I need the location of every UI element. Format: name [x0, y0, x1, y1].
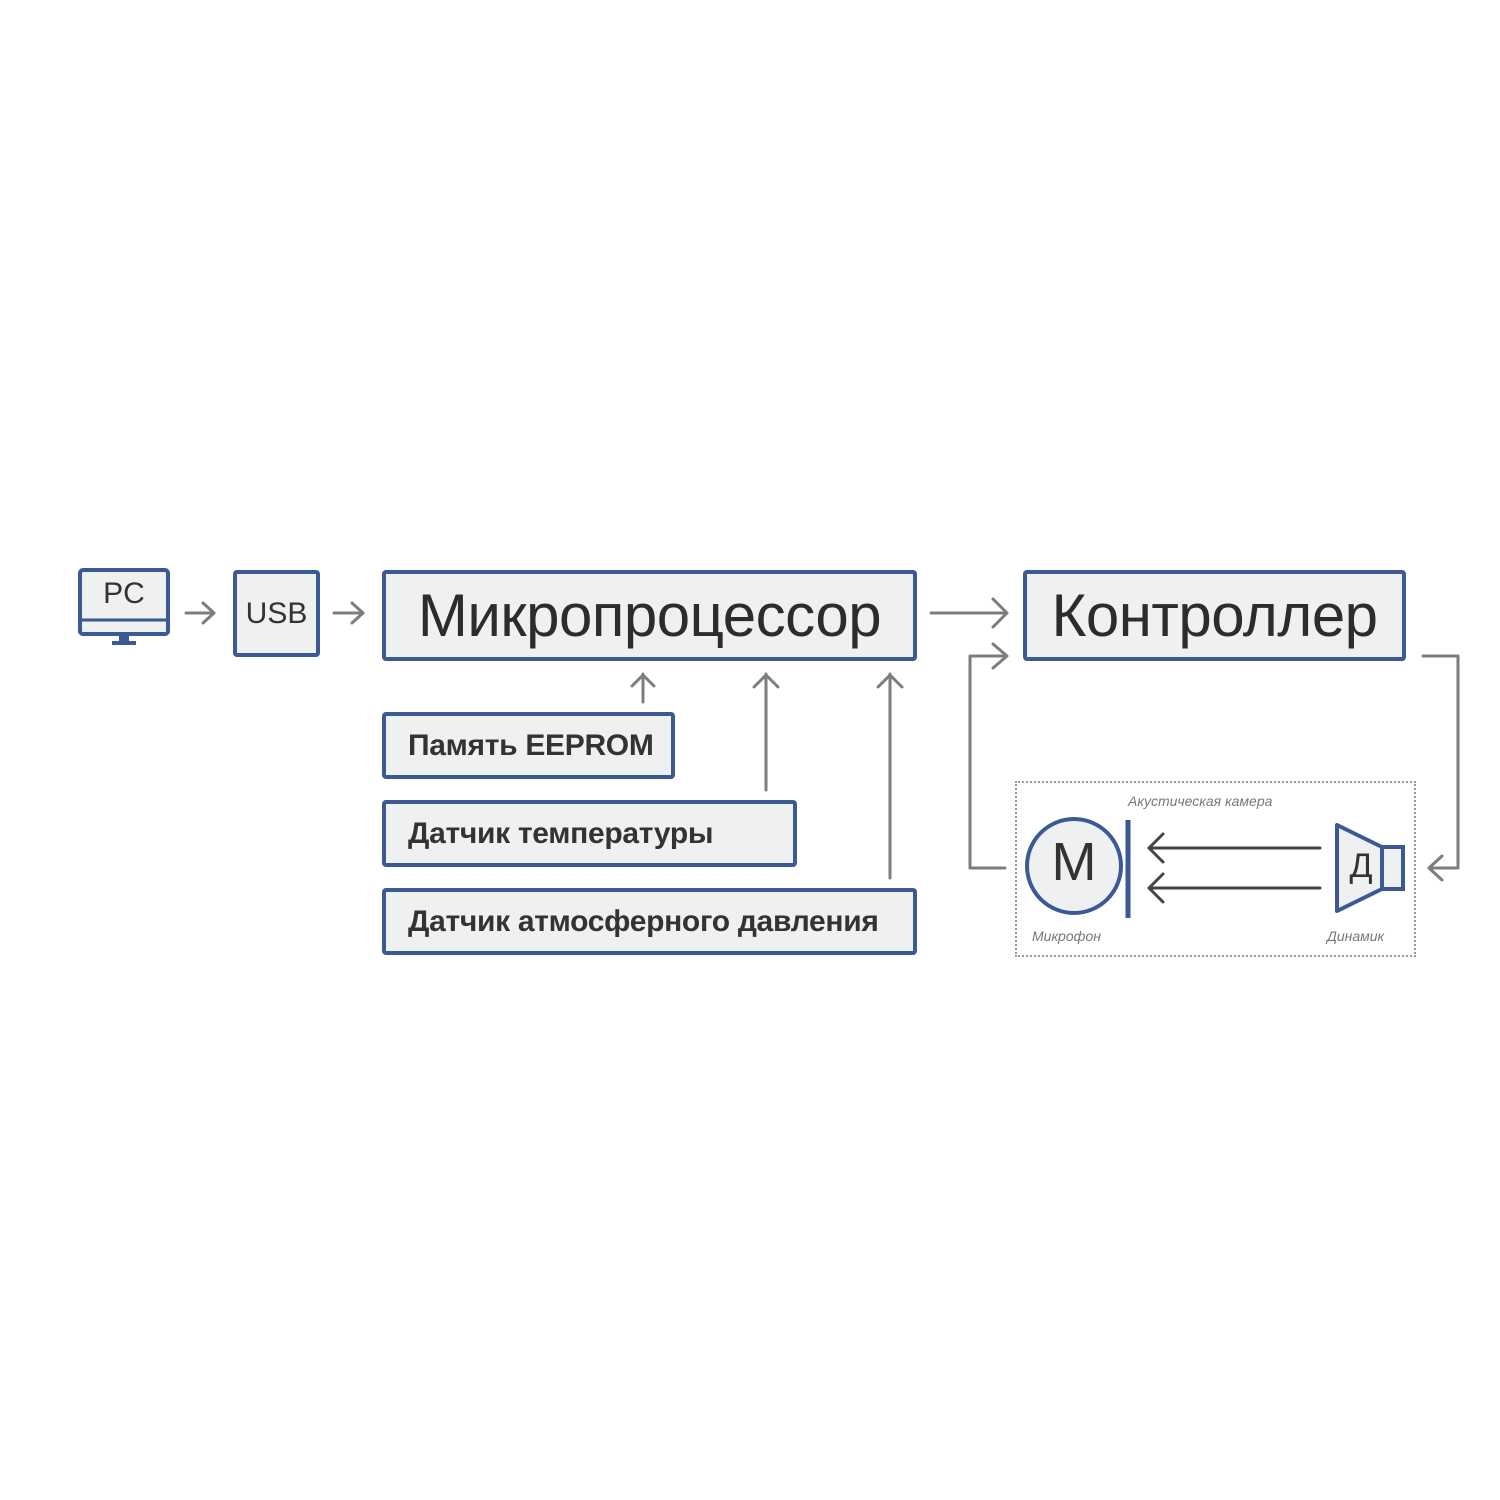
- arrow-microphone-to-controller: [968, 642, 1009, 870]
- acoustic-chamber-label: Акустическая камера: [1128, 793, 1273, 809]
- sound-arrow-lower: [1147, 872, 1322, 904]
- pressure-sensor-label: Датчик атмосферного давления: [408, 904, 879, 938]
- arrow-pressure-to-microprocessor: [876, 672, 904, 880]
- eeprom-box: Память EEPROM: [382, 712, 675, 779]
- microphone-symbol: М: [1051, 832, 1097, 892]
- arrow-pc-to-usb: [184, 601, 216, 625]
- arrow-controller-to-speaker: [1421, 654, 1460, 882]
- microphone-icon: [1025, 817, 1131, 918]
- temperature-sensor-box: Датчик температуры: [382, 800, 797, 867]
- pc-label: PC: [103, 577, 145, 610]
- sound-arrow-upper: [1147, 832, 1322, 864]
- controller-label: Контроллер: [1051, 582, 1378, 649]
- usb-label: USB: [245, 596, 308, 630]
- pc-monitor-icon: [78, 568, 170, 645]
- controller-box: Контроллер: [1023, 570, 1406, 661]
- acoustic-chamber: [1015, 781, 1416, 957]
- arrow-eeprom-to-microprocessor: [630, 672, 656, 704]
- eeprom-label: Память EEPROM: [408, 728, 654, 762]
- pressure-sensor-box: Датчик атмосферного давления: [382, 888, 917, 955]
- arrow-microprocessor-to-controller: [929, 597, 1009, 629]
- arrow-usb-to-microprocessor: [332, 601, 365, 625]
- speaker-symbol: Д: [1349, 847, 1373, 885]
- speaker-icon: [1335, 823, 1405, 913]
- microphone-label: Микрофон: [1032, 928, 1101, 944]
- microprocessor-label: Микропроцессор: [417, 582, 882, 649]
- temperature-sensor-label: Датчик температуры: [408, 816, 714, 850]
- usb-box: USB: [233, 570, 320, 657]
- arrow-temperature-to-microprocessor: [752, 672, 780, 792]
- microprocessor-box: Микропроцессор: [382, 570, 917, 661]
- speaker-label: Динамик: [1327, 928, 1385, 944]
